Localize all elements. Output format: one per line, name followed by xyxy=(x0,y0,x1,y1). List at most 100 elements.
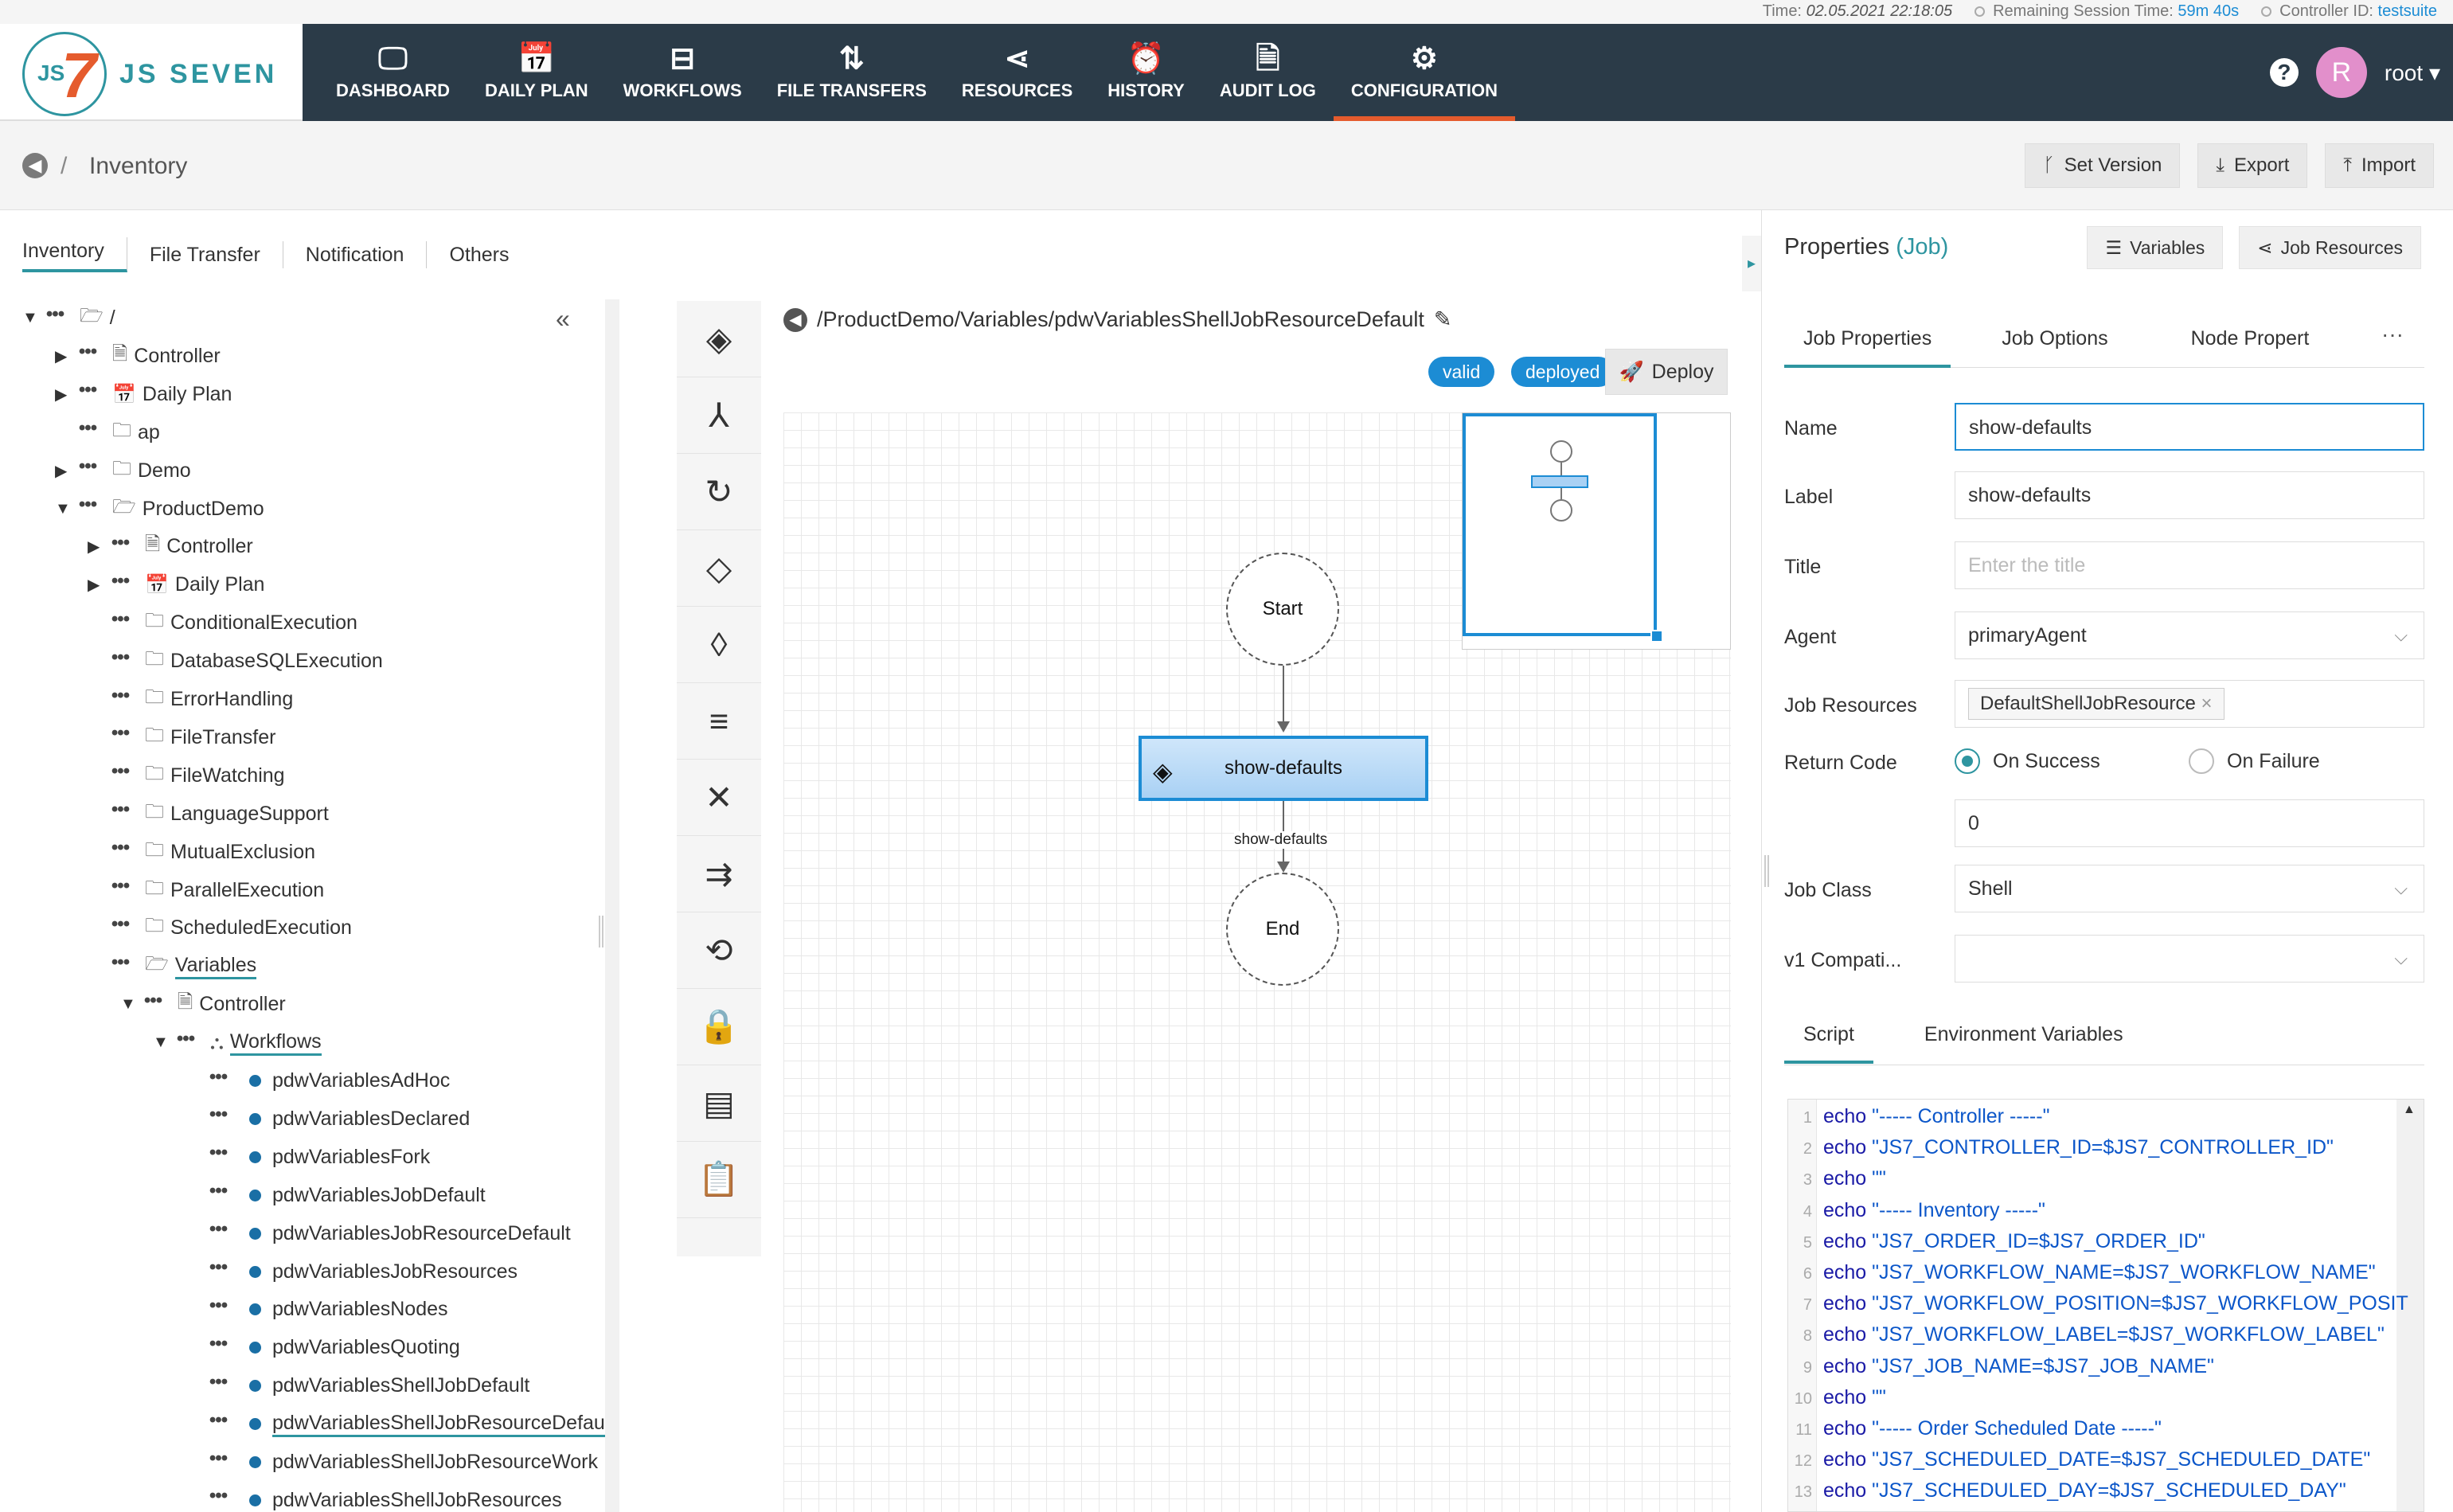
tree-item[interactable]: •••pdwVariablesAdHoc xyxy=(186,1062,450,1100)
user-menu[interactable]: root ▾ xyxy=(2384,60,2440,85)
v1-compatible-select[interactable]: ⌵ xyxy=(1955,935,2424,983)
more-actions-icon[interactable]: ••• xyxy=(111,875,130,897)
finish-tool-icon[interactable]: ⇉ xyxy=(677,836,761,912)
tree-item[interactable]: •••pdwVariablesNodes xyxy=(186,1291,448,1328)
await-tool-icon[interactable]: ≡ xyxy=(677,683,761,760)
caret-down-icon[interactable]: ▼ xyxy=(55,499,71,518)
more-actions-icon[interactable]: ••• xyxy=(111,684,130,706)
tree-scrollbar[interactable] xyxy=(605,299,619,1512)
try-tool-icon[interactable]: ◇ xyxy=(677,530,761,607)
more-actions-icon[interactable]: ••• xyxy=(111,646,130,668)
more-actions-icon[interactable]: ••• xyxy=(209,1332,228,1354)
tree-item[interactable]: ▼•••🗎Controller xyxy=(120,986,286,1023)
job-class-select[interactable]: Shell⌵ xyxy=(1955,865,2424,912)
nav-workflows[interactable]: ⊟WORKFLOWS xyxy=(606,24,760,121)
agent-select[interactable]: primaryAgent⌵ xyxy=(1955,611,2424,659)
tree-item[interactable]: •••pdwVariablesFork xyxy=(186,1139,430,1176)
caret-down-icon[interactable]: ▼ xyxy=(153,1033,169,1052)
caret-right-icon[interactable]: ▶ xyxy=(88,538,100,557)
tab-job-options[interactable]: Job Options xyxy=(2002,327,2108,350)
caret-right-icon[interactable]: ▶ xyxy=(55,462,68,480)
more-actions-icon[interactable]: ••• xyxy=(78,379,97,401)
fail-tool-icon[interactable]: ✕ xyxy=(677,760,761,836)
tree-item[interactable]: •••🗀DatabaseSQLExecution xyxy=(88,643,383,680)
label-input[interactable]: show-defaults xyxy=(1955,471,2424,519)
export-button[interactable]: ⤓Export xyxy=(2197,143,2308,188)
more-actions-icon[interactable]: ••• xyxy=(78,417,97,440)
tree-item[interactable]: •••pdwVariablesShellJobResourceDefau xyxy=(186,1405,605,1443)
more-tabs-icon[interactable]: ··· xyxy=(2381,322,2404,346)
nav-configuration[interactable]: ⚙CONFIGURATION xyxy=(1333,24,1516,121)
on-success-radio[interactable]: On Success xyxy=(1955,748,2100,774)
controller-id-link[interactable]: testsuite xyxy=(2377,2,2437,20)
more-actions-icon[interactable]: ••• xyxy=(209,1485,228,1507)
tree-item[interactable]: ▼•••🗁/ xyxy=(22,299,115,337)
return-code-input[interactable]: 0 xyxy=(1955,799,2424,847)
tree-item[interactable]: •••🗀ParallelExecution xyxy=(88,872,324,909)
tree-item[interactable]: •••🗀MutualExclusion xyxy=(88,834,315,871)
more-actions-icon[interactable]: ••• xyxy=(78,455,97,478)
back-icon[interactable]: ◀ xyxy=(783,307,807,332)
tree-item[interactable]: •••pdwVariablesDeclared xyxy=(186,1100,470,1138)
nav-daily-plan[interactable]: 📅DAILY PLAN xyxy=(467,24,606,121)
panel-resize-handle[interactable] xyxy=(599,916,603,947)
tab-environment-variables[interactable]: Environment Variables xyxy=(1924,1023,2123,1045)
cycle-tool-icon[interactable]: ⟲ xyxy=(677,912,761,989)
if-tool-icon[interactable]: ◊ xyxy=(677,607,761,683)
tab-node-properties[interactable]: Node Propert xyxy=(2190,327,2310,350)
more-actions-icon[interactable]: ••• xyxy=(143,989,162,1011)
title-input[interactable]: Enter the title xyxy=(1955,541,2424,589)
tab-notification[interactable]: Notification xyxy=(283,241,428,268)
nav-audit-log[interactable]: 🗎AUDIT LOG xyxy=(1202,24,1334,121)
tree-item[interactable]: •••pdwVariablesQuoting xyxy=(186,1329,460,1366)
nav-history[interactable]: ⏰HISTORY xyxy=(1090,24,1202,121)
tree-item[interactable]: •••pdwVariablesJobDefault xyxy=(186,1177,486,1214)
job-node[interactable]: ◈ show-defaults xyxy=(1139,736,1428,801)
end-node[interactable]: End xyxy=(1226,873,1339,986)
avatar[interactable]: R xyxy=(2315,47,2367,98)
fork-tool-icon[interactable]: ⅄ xyxy=(677,377,761,454)
minimap-resize-handle[interactable] xyxy=(1650,630,1663,643)
more-actions-icon[interactable]: ••• xyxy=(209,1447,228,1469)
tree-item[interactable]: ▼•••⛬Workflows xyxy=(153,1024,322,1061)
more-actions-icon[interactable]: ••• xyxy=(209,1408,228,1431)
tree-item[interactable]: •••🗀LanguageSupport xyxy=(88,795,329,833)
tree-item[interactable]: •••pdwVariablesShellJobResourceWork xyxy=(186,1444,598,1481)
more-actions-icon[interactable]: ••• xyxy=(209,1370,228,1393)
more-actions-icon[interactable]: ••• xyxy=(111,837,130,859)
tree-item[interactable]: •••🗀FileTransfer xyxy=(88,719,276,756)
start-node[interactable]: Start xyxy=(1226,553,1339,666)
nav-file-transfers[interactable]: ⇅FILE TRANSFERS xyxy=(760,24,944,121)
retry-tool-icon[interactable]: ↻ xyxy=(677,454,761,530)
more-actions-icon[interactable]: ••• xyxy=(111,608,130,630)
tree-item[interactable]: •••pdwVariablesShellJobResources xyxy=(186,1482,562,1512)
nav-resources[interactable]: ⋖RESOURCES xyxy=(944,24,1090,121)
more-actions-icon[interactable]: ••• xyxy=(209,1142,228,1164)
tree-item[interactable]: •••🗀FileWatching xyxy=(88,757,285,795)
more-actions-icon[interactable]: ••• xyxy=(209,1065,228,1088)
more-actions-icon[interactable]: ••• xyxy=(78,494,97,515)
tree-item[interactable]: •••pdwVariablesShellJobDefault xyxy=(186,1367,529,1405)
tab-script[interactable]: Script xyxy=(1784,1018,1873,1064)
variables-button[interactable]: ☰Variables xyxy=(2087,226,2224,269)
tree-item[interactable]: ▶•••🗀Demo xyxy=(55,452,191,490)
more-actions-icon[interactable]: ••• xyxy=(111,531,130,553)
more-actions-icon[interactable]: ••• xyxy=(209,1180,228,1202)
remove-icon[interactable]: × xyxy=(2201,693,2213,714)
tab-file-transfer[interactable]: File Transfer xyxy=(127,241,283,268)
name-input[interactable]: show-defaults xyxy=(1955,403,2424,451)
more-actions-icon[interactable]: ••• xyxy=(209,1218,228,1240)
caret-down-icon[interactable]: ▼ xyxy=(120,995,136,1014)
caret-right-icon[interactable]: ▶ xyxy=(88,576,100,595)
tree-item[interactable]: •••🗀ConditionalExecution xyxy=(88,604,357,642)
tree-item[interactable]: ▶•••🗎Controller xyxy=(55,338,221,375)
tree-item[interactable]: •••🗀ErrorHandling xyxy=(88,681,293,718)
help-icon[interactable]: ? xyxy=(2269,58,2299,87)
logo[interactable]: JS 7 JS SEVEN xyxy=(0,24,303,121)
tree-item[interactable]: •••🗀ScheduledExecution xyxy=(88,909,352,947)
paste-tool-icon[interactable]: 📋 xyxy=(677,1142,761,1218)
caret-right-icon[interactable]: ▶ xyxy=(55,347,68,365)
on-failure-radio[interactable]: On Failure xyxy=(2189,748,2320,774)
tab-others[interactable]: Others xyxy=(449,244,510,266)
